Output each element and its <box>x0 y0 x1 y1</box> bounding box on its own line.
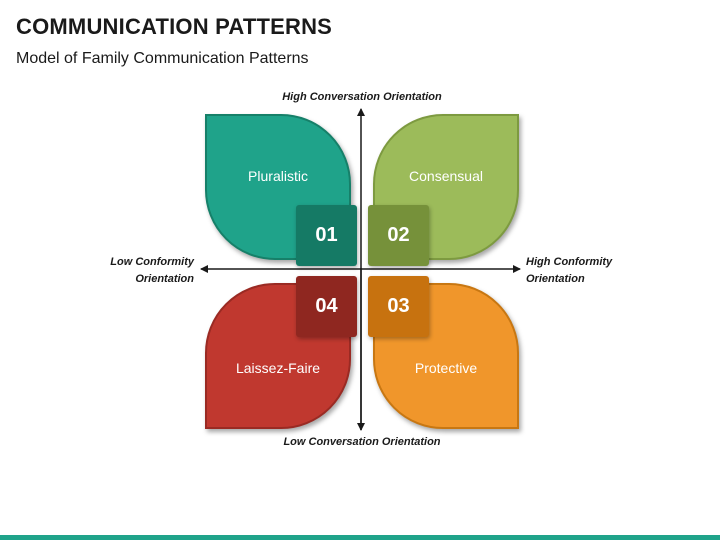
quadrant-number-02: 02 <box>368 205 429 266</box>
axis-label-right: High Conformity Orientation <box>526 254 612 288</box>
axis-label-top: High Conversation Orientation <box>282 91 442 103</box>
quadrant-label-laissez-faire: Laissez-Faire <box>235 360 321 376</box>
axis-label-bottom: Low Conversation Orientation <box>283 436 441 448</box>
axis-label-right-line1: High Conformity <box>526 256 613 268</box>
quadrant-label-pluralistic: Pluralistic <box>248 168 308 184</box>
axis-label-left: Low Conformity Orientation <box>110 254 194 288</box>
axis-label-right-line2: Orientation <box>526 273 585 285</box>
quadrant-number-03: 03 <box>368 276 429 337</box>
axis-label-left-line1: Low Conformity <box>110 256 194 268</box>
page-title: COMMUNICATION PATTERNS <box>16 14 333 39</box>
quadrant-number-01: 01 <box>296 205 357 266</box>
footer-accent-bar <box>0 535 720 540</box>
page-subtitle: Model of Family Communication Patterns <box>16 50 309 67</box>
quadrant-number-04: 04 <box>296 276 357 337</box>
axis-label-left-line2: Orientation <box>135 273 194 285</box>
quadrant-label-consensual: Consensual <box>409 168 483 184</box>
quadrant-label-protective: Protective <box>414 360 478 376</box>
